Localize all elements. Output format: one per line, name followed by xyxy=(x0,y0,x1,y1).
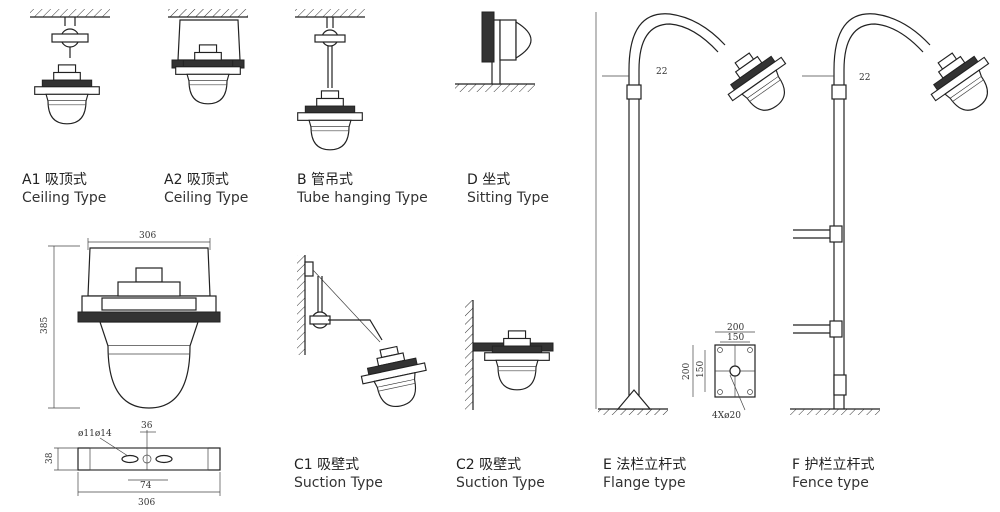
label-b-cn: B 管吊式 xyxy=(297,172,354,188)
label-f-en: Fence type xyxy=(792,474,869,491)
label-b: B 管吊式 Tube hanging Type xyxy=(297,172,428,207)
label-a1: A1 吸顶式 Ceiling Type xyxy=(22,172,106,207)
label-c2-en: Suction Type xyxy=(456,474,545,491)
label-a2-cn: A2 吸顶式 xyxy=(164,172,229,188)
a1-ceiling-lamp xyxy=(30,9,110,125)
dim-hole-spacing-bottom: 74 xyxy=(140,481,152,491)
a2-ceiling-lamp xyxy=(168,9,248,105)
dim-base-height: 38 xyxy=(45,452,55,464)
label-e-cn: E 法栏立杆式 xyxy=(603,457,687,473)
b-tube-hanging-lamp xyxy=(295,9,365,151)
d-sitting-lamp xyxy=(455,11,535,92)
dim-hole-spacing-top: 36 xyxy=(141,421,153,431)
label-e: E 法栏立杆式 Flange type xyxy=(603,457,686,492)
dim-flange-inner: 150 xyxy=(727,333,744,343)
label-d: D 坐式 Sitting Type xyxy=(467,172,549,207)
dim-base-width: 306 xyxy=(138,498,155,508)
dim-lamp-height: 385 xyxy=(40,317,50,334)
label-f: F 护栏立杆式 Fence type xyxy=(792,457,875,492)
dim-lamp-width: 306 xyxy=(139,231,156,241)
dimensioned-front-view xyxy=(48,238,221,409)
dim-flange-side-outer: 200 xyxy=(682,363,692,380)
label-a2-en: Ceiling Type xyxy=(164,189,249,206)
label-c1-cn: C1 吸壁式 xyxy=(294,457,360,473)
label-b-en: Tube hanging Type xyxy=(297,189,428,206)
f-fence-pole xyxy=(790,13,1000,415)
label-a2: A2 吸顶式 Ceiling Type xyxy=(164,172,248,207)
dim-hole-diameters: ø11ø14 xyxy=(78,429,112,439)
dim-flange-outer: 200 xyxy=(727,323,744,333)
dim-pole-offset-f: 22 xyxy=(859,73,870,83)
label-f-cn: F 护栏立杆式 xyxy=(792,457,875,473)
label-d-cn: D 坐式 xyxy=(467,172,511,188)
c1-suction-lamp xyxy=(297,255,433,414)
base-plate-view xyxy=(54,430,221,496)
label-c2: C2 吸壁式 Suction Type xyxy=(456,457,545,492)
label-a1-cn: A1 吸顶式 xyxy=(22,172,87,188)
label-a1-en: Ceiling Type xyxy=(22,189,107,206)
flange-plate xyxy=(692,331,756,411)
label-c1: C1 吸壁式 Suction Type xyxy=(294,457,383,492)
label-d-en: Sitting Type xyxy=(467,189,550,206)
dim-flange-holes: 4Xø20 xyxy=(712,411,741,421)
label-e-en: Flange type xyxy=(603,474,686,491)
label-c1-en: Suction Type xyxy=(294,474,383,491)
label-c2-cn: C2 吸壁式 xyxy=(456,457,522,473)
dim-pole-offset-e: 22 xyxy=(656,67,667,77)
dim-flange-side-inner: 150 xyxy=(696,361,706,378)
c2-suction-lamp xyxy=(465,300,554,410)
e-flange-pole xyxy=(595,12,804,415)
